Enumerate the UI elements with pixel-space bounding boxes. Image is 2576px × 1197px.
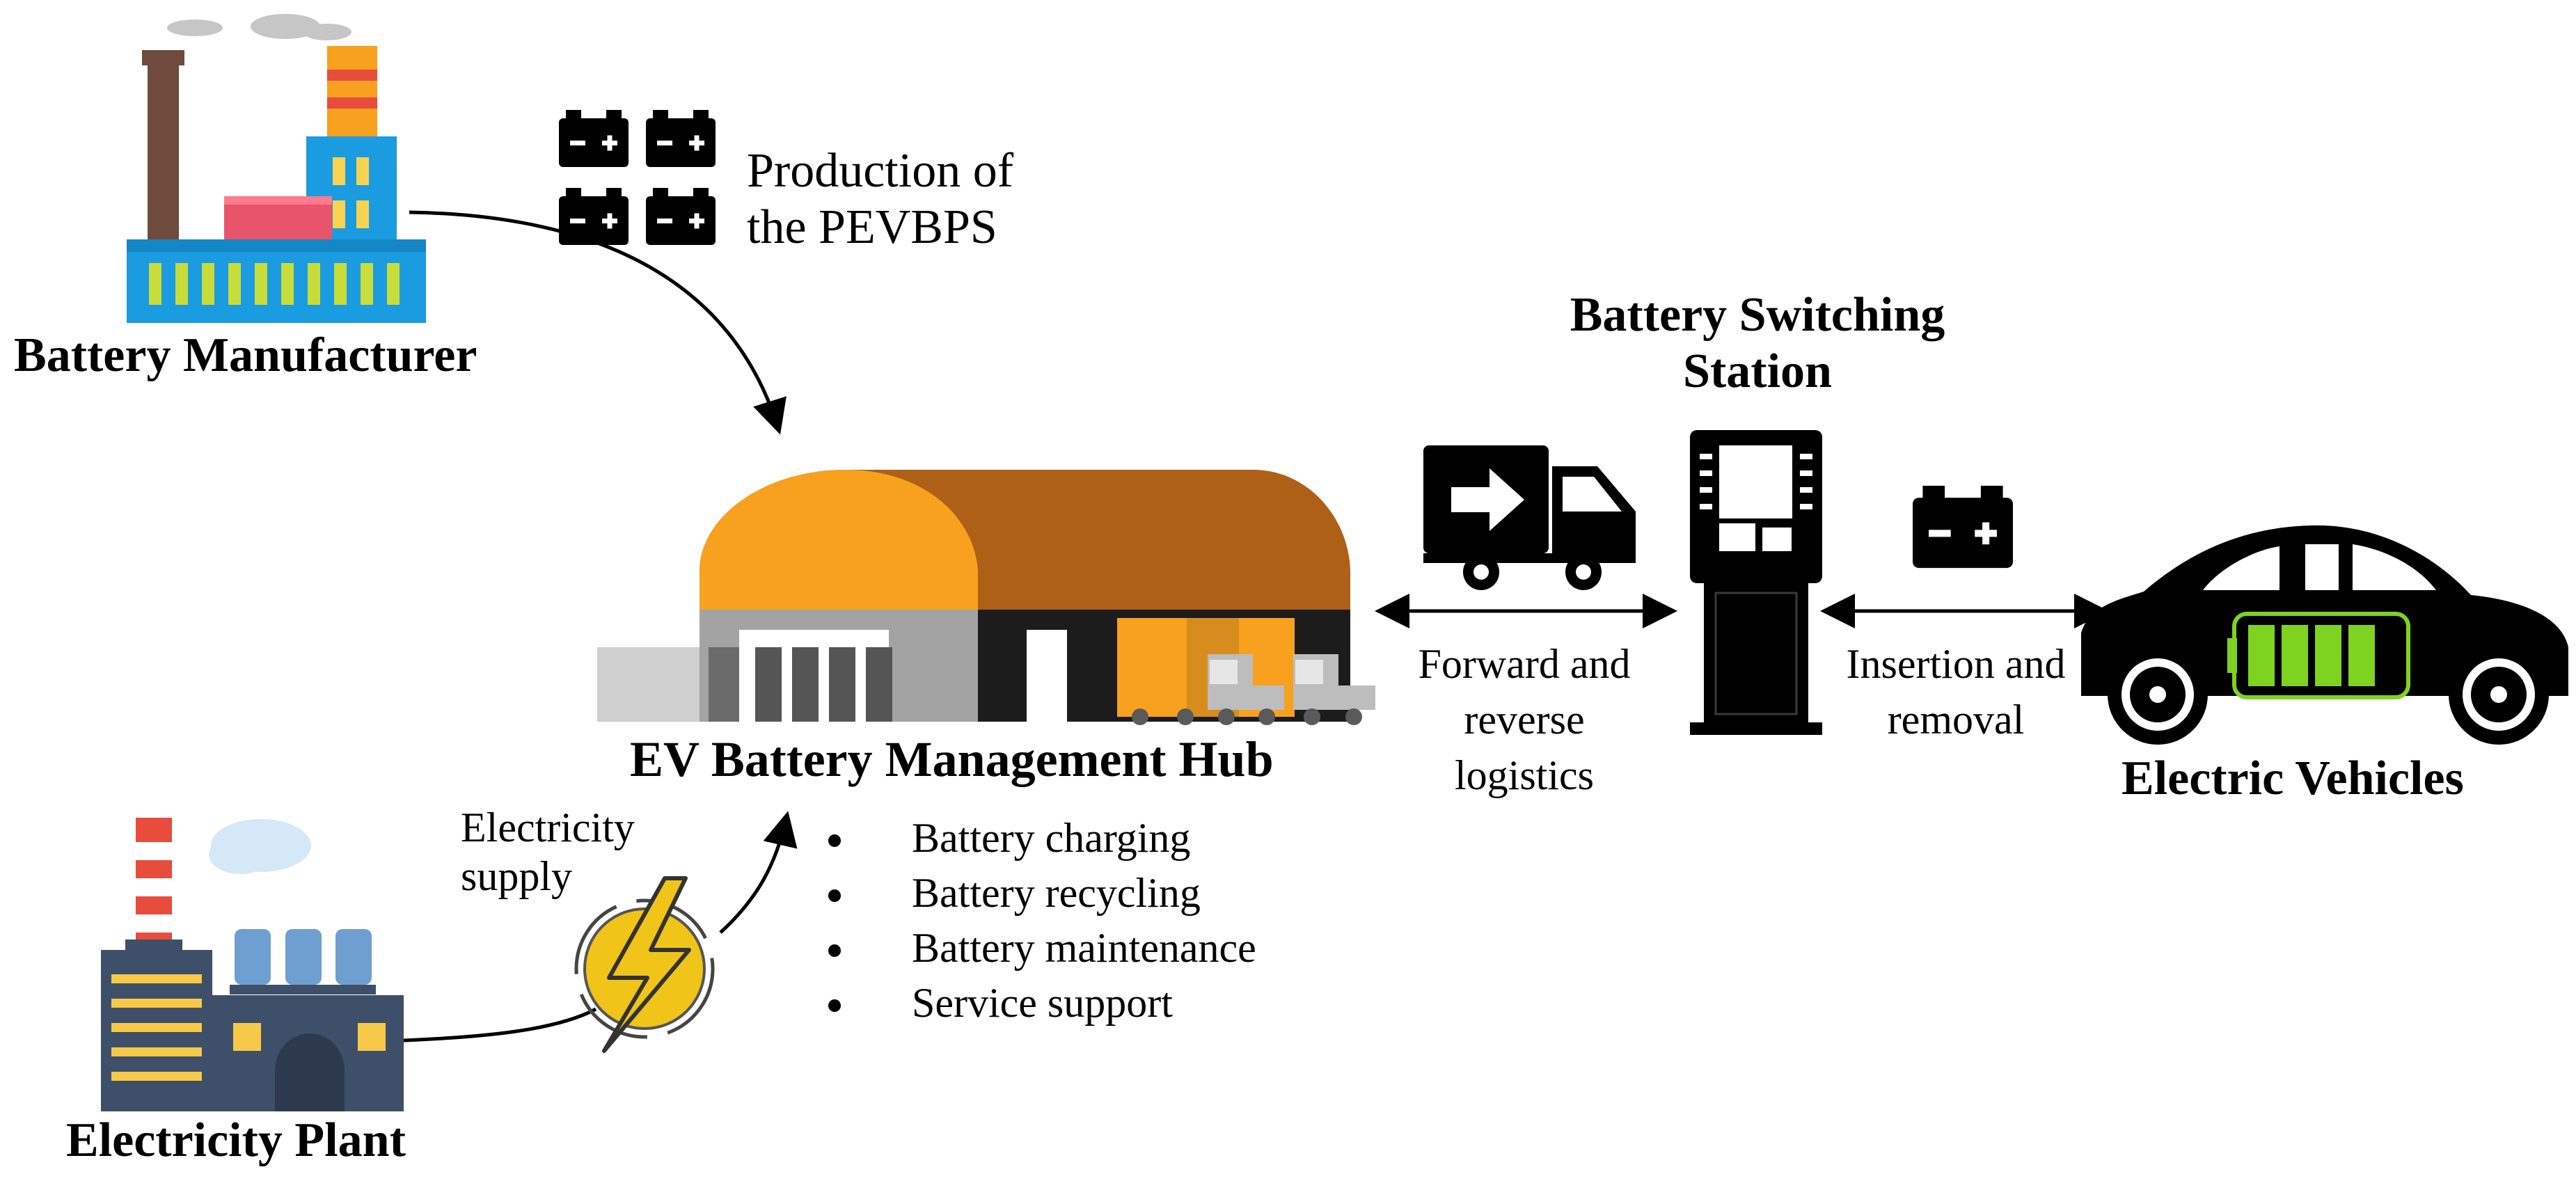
logistics-label: Forward and reverse logistics [1378, 637, 1670, 803]
insertion-label: Insertion and removal [1810, 637, 2102, 748]
production-label: Production of the PEVBPS [747, 143, 1013, 255]
electricity-flow-arrow [719, 811, 798, 934]
electricity-supply-label: Electricity supply [461, 804, 635, 901]
switching-station-label-line-1: Battery Switching [1570, 288, 1945, 342]
electricity-flow-line [403, 1007, 597, 1043]
switching-station-label: Battery Switching Station [1483, 287, 2032, 399]
electricity-supply-label-line-2: supply [461, 853, 573, 899]
electric-vehicles-label: Electric Vehicles [2121, 752, 2464, 805]
hub-services-list: Battery charging Battery recycling Batte… [821, 811, 1256, 1031]
production-label-line-2: the PEVBPS [747, 200, 997, 255]
lightning-bolt-icon [574, 876, 715, 1053]
insertion-label-line-1: Insertion and [1846, 641, 2066, 687]
electricity-supply-label-line-1: Electricity [461, 804, 635, 850]
service-item: Battery charging [821, 811, 1256, 866]
production-flow-arrow [409, 210, 787, 435]
electric-car-icon [2081, 525, 2568, 745]
delivery-truck-icon [1423, 445, 1636, 590]
battery-factory-icon [127, 14, 426, 323]
logistics-label-line-1: Forward and [1418, 641, 1631, 687]
production-label-line-1: Production of [747, 144, 1014, 198]
logistics-label-line-2: reverse [1464, 696, 1585, 743]
switching-station-label-line-2: Station [1683, 344, 1832, 399]
battery-icon [1913, 486, 2013, 569]
hub-label: EV Battery Management Hub [630, 731, 1274, 787]
battery-stack-icon [559, 110, 716, 245]
battery-manufacturer-label: Battery Manufacturer [14, 328, 477, 382]
logistics-label-line-3: logistics [1454, 752, 1594, 798]
switching-station-icon [1690, 430, 1822, 735]
service-item: Service support [821, 976, 1256, 1031]
service-item: Battery maintenance [821, 921, 1256, 976]
electricity-plant-icon [101, 818, 404, 1111]
electricity-plant-label: Electricity Plant [66, 1113, 406, 1167]
warehouse-hub-icon [597, 470, 1375, 725]
service-item: Battery recycling [821, 866, 1256, 921]
insertion-label-line-2: removal [1887, 696, 2025, 743]
